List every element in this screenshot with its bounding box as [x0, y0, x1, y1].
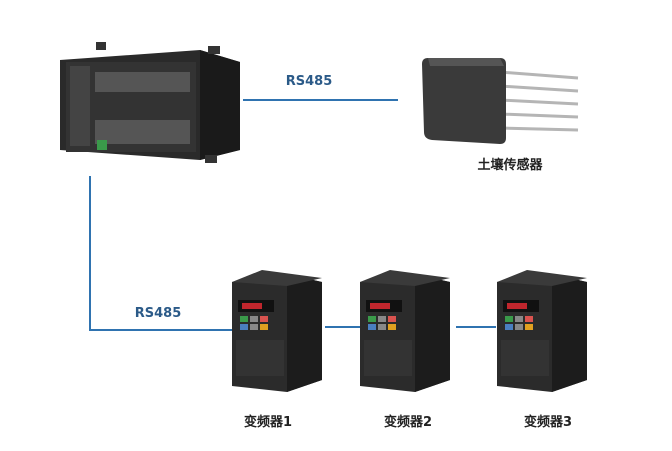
vfd-3-label: 变频器3 [523, 415, 573, 430]
vfd-1-label: 变频器1 [243, 415, 293, 430]
vfd-device-3 [497, 270, 587, 392]
soil-sensor-label: 土壤传感器 [477, 158, 543, 173]
rs485-label-top: RS485 [285, 74, 333, 89]
vfd-device-1 [232, 270, 322, 392]
vfd-2-label: 变频器2 [383, 415, 433, 430]
rs485-line-plc-vfd [89, 176, 232, 331]
plc-device [60, 42, 240, 163]
rs485-label-bottom: RS485 [134, 306, 182, 321]
soil-sensor-device [422, 58, 579, 144]
vfd-device-2 [360, 270, 450, 392]
